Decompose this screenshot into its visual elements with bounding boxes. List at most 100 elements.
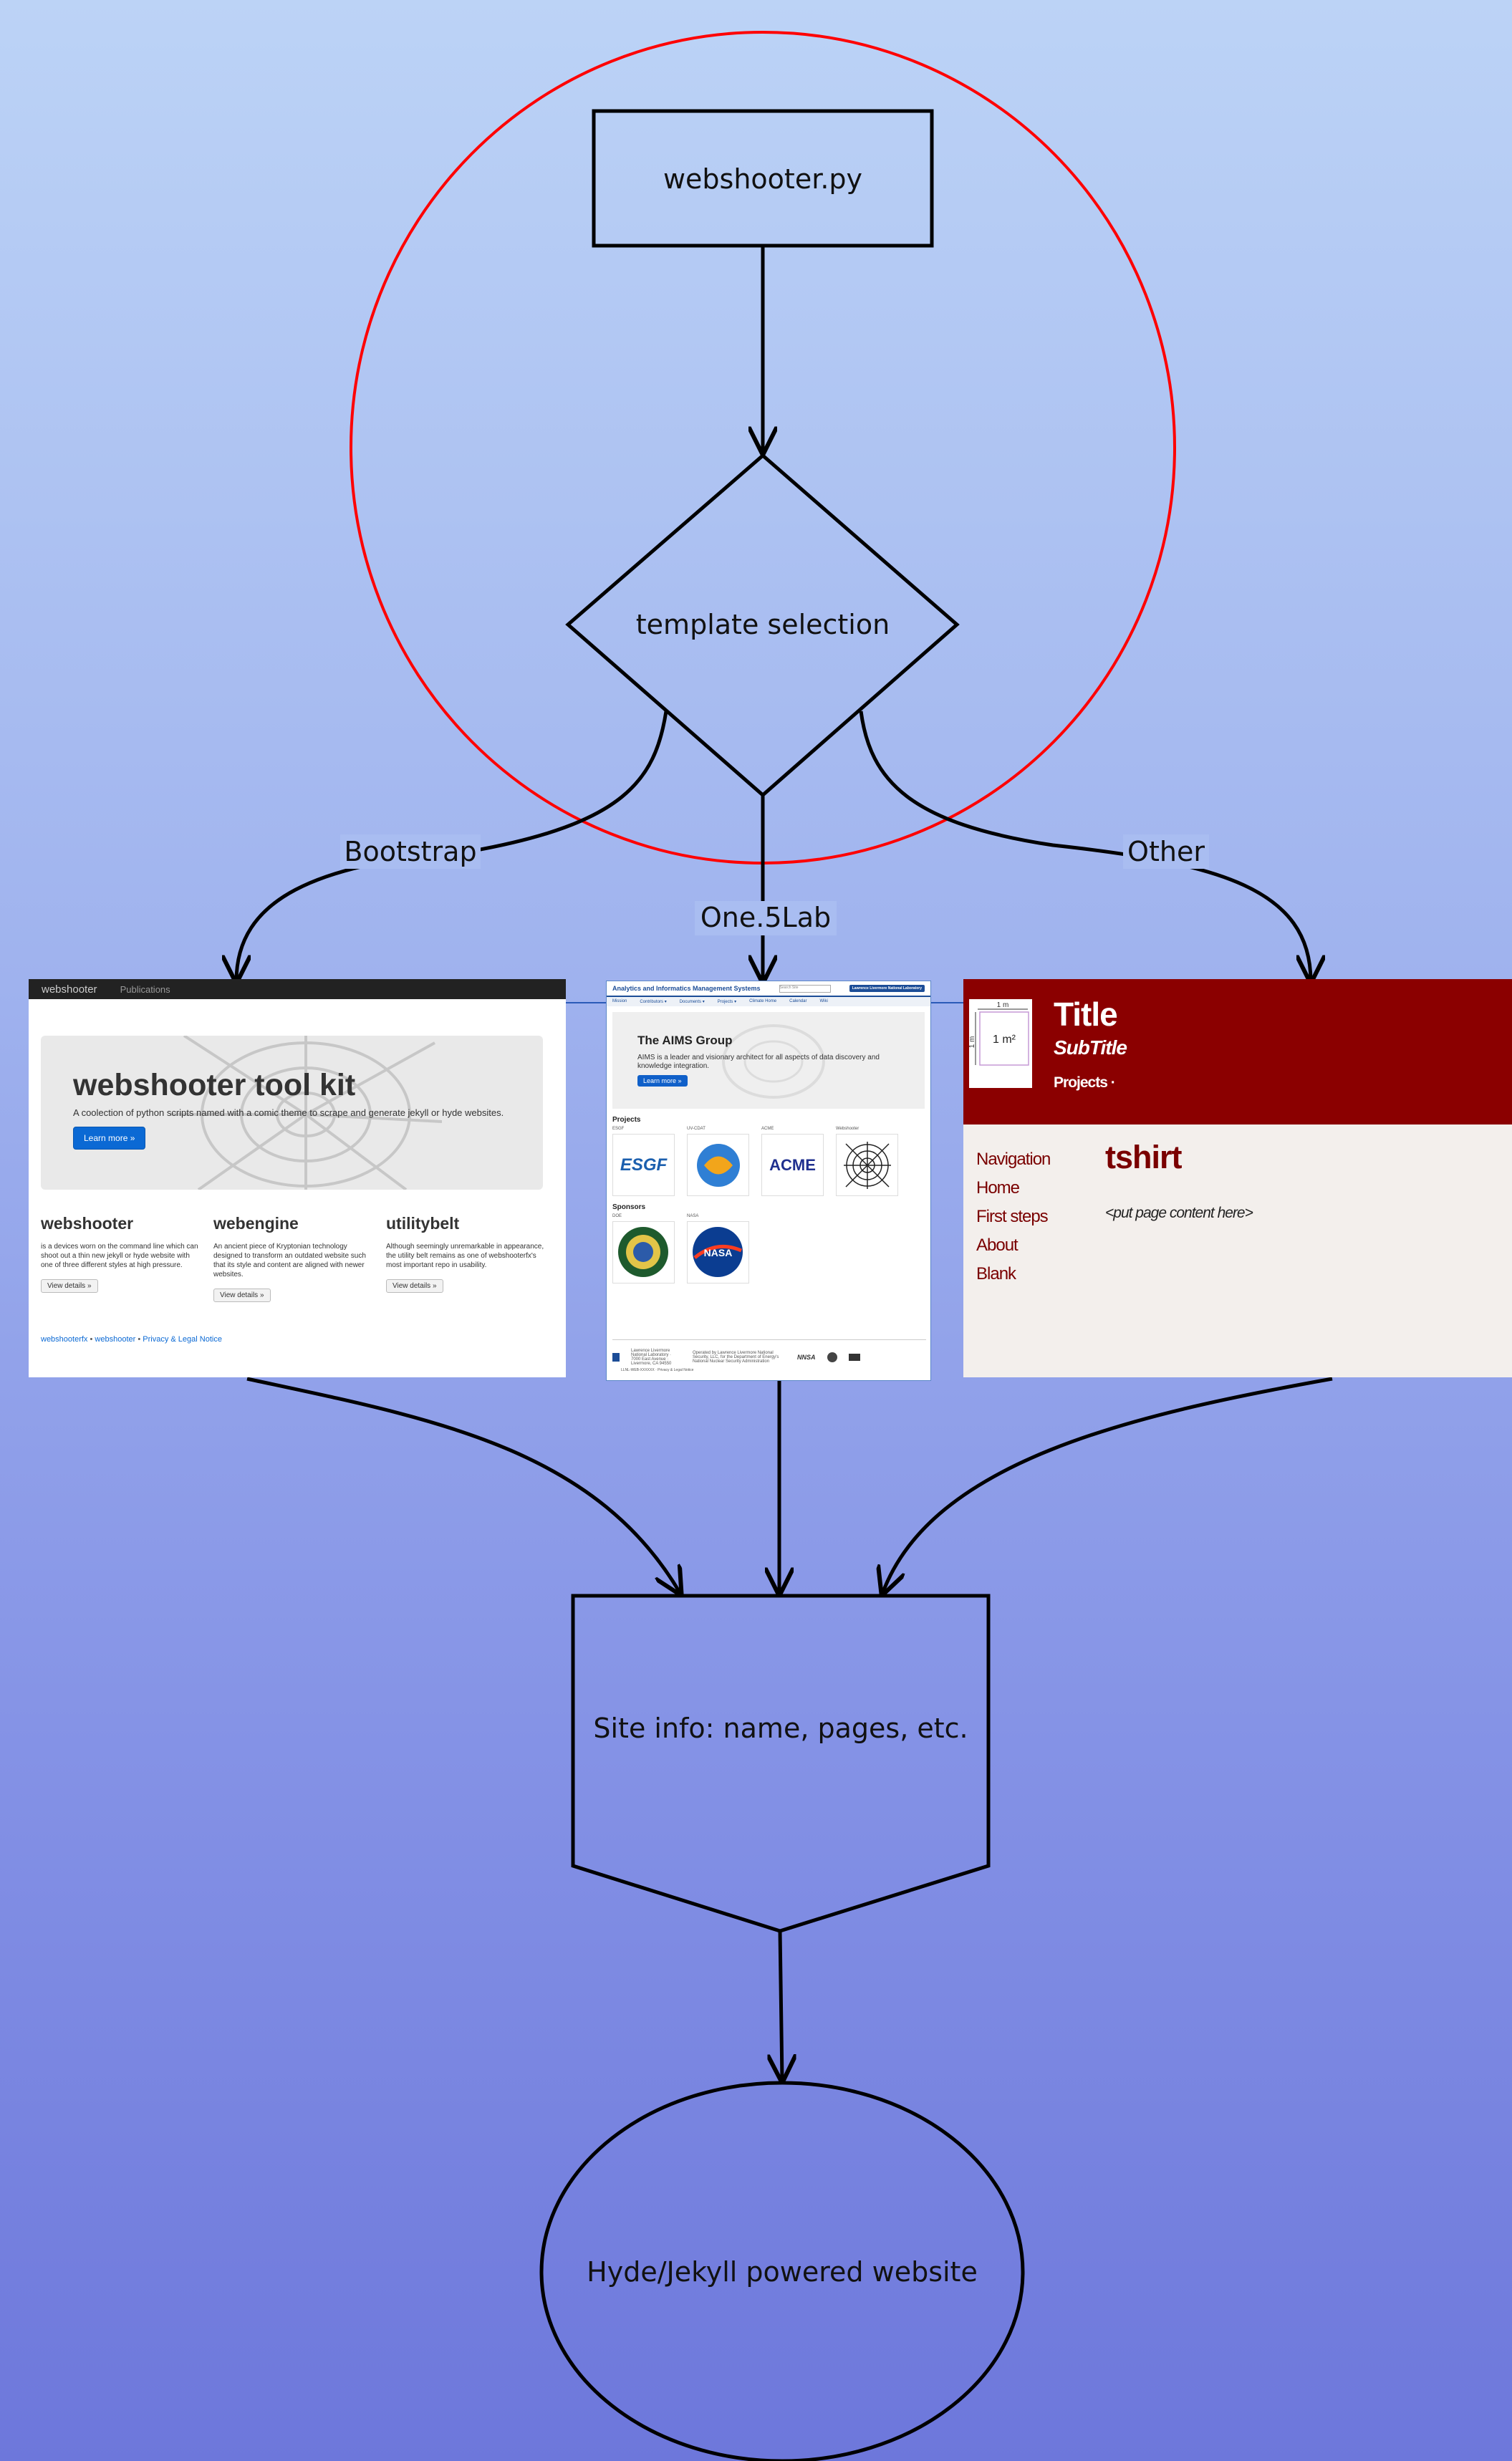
sidebar-item-about[interactable]: About xyxy=(976,1236,1019,1255)
edge-label-bootstrap: Bootstrap xyxy=(344,836,476,867)
aims-footer: Lawrence Livermore National Laboratory ·… xyxy=(612,1339,926,1366)
sponsor-logos: DOE NASA NASA xyxy=(607,1214,930,1284)
esgf-logo-icon: ESGF xyxy=(612,1134,675,1196)
feature-column: webshooter is a devices worn on the comm… xyxy=(41,1214,202,1302)
footer-lab-address: Lawrence Livermore National Laboratory ·… xyxy=(631,1349,672,1366)
feature-text: Although seemingly unremarkable in appea… xyxy=(386,1243,544,1269)
view-details-button[interactable]: View details » xyxy=(213,1289,271,1302)
navbar-brand[interactable]: webshooter xyxy=(42,983,97,996)
sponsor-card[interactable]: DOE xyxy=(612,1214,675,1284)
bootstrap-footer: webshooterfx • webshooter • Privacy & Le… xyxy=(41,1335,222,1344)
acme-logo-icon: ACME xyxy=(761,1134,824,1196)
aims-hero: The AIMS Group AIMS is a leader and visi… xyxy=(612,1012,925,1109)
aims-navbar: Mission Contributors ▾ Documents ▾ Proje… xyxy=(607,997,930,1006)
edge-label-other: Other xyxy=(1127,836,1205,867)
start-node-label: webshooter.py xyxy=(663,163,862,195)
project-card[interactable]: ACME ACME xyxy=(761,1127,824,1196)
tshirt-sidebar-nav: Navigation Home First steps About Blank xyxy=(976,1145,1051,1289)
aims-watermark-icon xyxy=(722,1024,825,1099)
edge-label-one5lab: One.5Lab xyxy=(700,902,831,933)
project-card[interactable]: ESGF ESGF xyxy=(612,1127,675,1196)
jumbotron: webshooter tool kit A coolection of pyth… xyxy=(41,1036,543,1190)
aims-site-title[interactable]: Analytics and Informatics Management Sys… xyxy=(612,985,761,992)
uvcdat-globe-icon xyxy=(687,1134,749,1196)
nav-item[interactable]: Calendar xyxy=(789,999,807,1003)
aims-description: AIMS is a leader and visionary architect… xyxy=(637,1054,880,1070)
page-heading: tshirt xyxy=(1105,1139,1182,1175)
doe-seal-icon xyxy=(612,1221,675,1284)
site-info-node-label: Site info: name, pages, etc. xyxy=(593,1713,968,1744)
project-card[interactable]: Webshooter xyxy=(836,1127,899,1196)
decision-node-label: template selection xyxy=(636,609,890,640)
sidebar-item-blank[interactable]: Blank xyxy=(976,1264,1016,1284)
edge-other xyxy=(859,711,1311,981)
edge-other-to-siteinfo xyxy=(882,1377,1333,1594)
projects-menu[interactable]: Projects · xyxy=(1054,1074,1116,1091)
footer-operator: Operated by Lawrence Livermore National … xyxy=(693,1351,779,1364)
jumbotron-lead: A coolection of python scripts named wit… xyxy=(73,1107,504,1118)
sponsor-caption: NASA xyxy=(687,1214,699,1218)
nasa-logo-icon: NASA xyxy=(687,1221,749,1284)
llnl-logo[interactable]: Lawrence Livermore National Laboratory xyxy=(849,985,925,992)
one5lab-template-screenshot: Analytics and Informatics Management Sys… xyxy=(606,981,931,1381)
tshirt-header: 1 m 1 m 1 m² Title SubTitle Projects · xyxy=(963,979,1512,1124)
view-details-button[interactable]: View details » xyxy=(386,1279,443,1293)
doe-footer-icon xyxy=(827,1352,837,1362)
aims-heading: The AIMS Group xyxy=(637,1034,733,1047)
project-caption: ESGF xyxy=(612,1127,625,1131)
sponsor-caption: DOE xyxy=(612,1214,622,1218)
project-card[interactable]: UV-CDAT xyxy=(687,1127,750,1196)
nav-item[interactable]: Documents ▾ xyxy=(679,1000,705,1004)
project-caption: Webshooter xyxy=(836,1127,859,1131)
site-title[interactable]: Title xyxy=(1054,996,1118,1033)
view-details-button[interactable]: View details » xyxy=(41,1279,98,1293)
footer-flag-icon xyxy=(848,1354,860,1361)
edge-bootstrap-to-siteinfo xyxy=(246,1377,680,1594)
footer-link[interactable]: Privacy & Legal Notice xyxy=(143,1335,222,1344)
nav-item[interactable]: Wiki xyxy=(819,999,828,1003)
spider-web-icon xyxy=(170,1036,442,1190)
projects-heading: Projects xyxy=(612,1116,641,1124)
aims-header: Analytics and Informatics Management Sys… xyxy=(607,981,930,997)
edge-label-bg xyxy=(695,901,837,935)
icon-area-label: 1 m² xyxy=(993,1034,1016,1046)
search-input[interactable]: Search Site xyxy=(779,984,831,993)
nav-item[interactable]: Mission xyxy=(612,999,627,1003)
other-template-screenshot: 1 m 1 m 1 m² Title SubTitle Projects · N… xyxy=(963,979,1512,1377)
feature-columns: webshooter is a devices worn on the comm… xyxy=(41,1214,549,1302)
end-node-ellipse xyxy=(539,2081,1025,2461)
square-meter-icon: 1 m 1 m 1 m² xyxy=(969,999,1032,1088)
learn-more-button[interactable]: Learn more » xyxy=(637,1075,688,1087)
sidebar-heading: Navigation xyxy=(976,1150,1051,1169)
feature-text: An ancient piece of Kryptonian technolog… xyxy=(213,1243,366,1278)
sidebar-item-first-steps[interactable]: First steps xyxy=(976,1207,1049,1226)
bootstrap-template-screenshot: webshooter Publications webshooter tool … xyxy=(29,979,566,1377)
site-subtitle: SubTitle xyxy=(1054,1036,1127,1059)
edge-label-bg xyxy=(340,834,481,869)
footer-link[interactable]: webshooterfx xyxy=(41,1335,88,1344)
spider-web-icon xyxy=(836,1134,898,1196)
nav-item[interactable]: Climate Home xyxy=(749,999,777,1003)
sponsor-card[interactable]: NASA NASA xyxy=(687,1214,750,1284)
nasa-logo-text: NASA xyxy=(703,1246,733,1258)
edge-siteinfo-to-end xyxy=(780,1930,782,2081)
aims-copyright: LLNL-WEB-XXXXXX · Privacy & Legal Notice xyxy=(621,1368,694,1372)
feature-title: webshooter xyxy=(41,1214,134,1233)
end-node-label: Hyde/Jekyll powered website xyxy=(587,2256,978,2288)
feature-title: utilitybelt xyxy=(386,1214,460,1233)
page-content-placeholder: <put page content here> xyxy=(1105,1205,1253,1221)
bootstrap-navbar: webshooter Publications xyxy=(29,979,566,999)
edge-label-bg xyxy=(1123,834,1209,869)
nav-item[interactable]: Contributors ▾ xyxy=(640,1000,667,1004)
feature-column: utilitybelt Although seemingly unremarka… xyxy=(386,1214,547,1302)
acme-logo-text: ACME xyxy=(769,1155,816,1174)
footer-link[interactable]: webshooter xyxy=(95,1335,136,1344)
icon-top-label: 1 m xyxy=(997,1001,1009,1009)
esgf-logo-text: ESGF xyxy=(620,1155,668,1175)
sidebar-item-home[interactable]: Home xyxy=(976,1178,1020,1198)
nav-item[interactable]: Projects ▾ xyxy=(717,1000,737,1004)
learn-more-button[interactable]: Learn more » xyxy=(73,1127,146,1150)
navbar-link-publications[interactable]: Publications xyxy=(120,983,170,995)
feature-column: webengine An ancient piece of Kryptonian… xyxy=(213,1214,375,1302)
